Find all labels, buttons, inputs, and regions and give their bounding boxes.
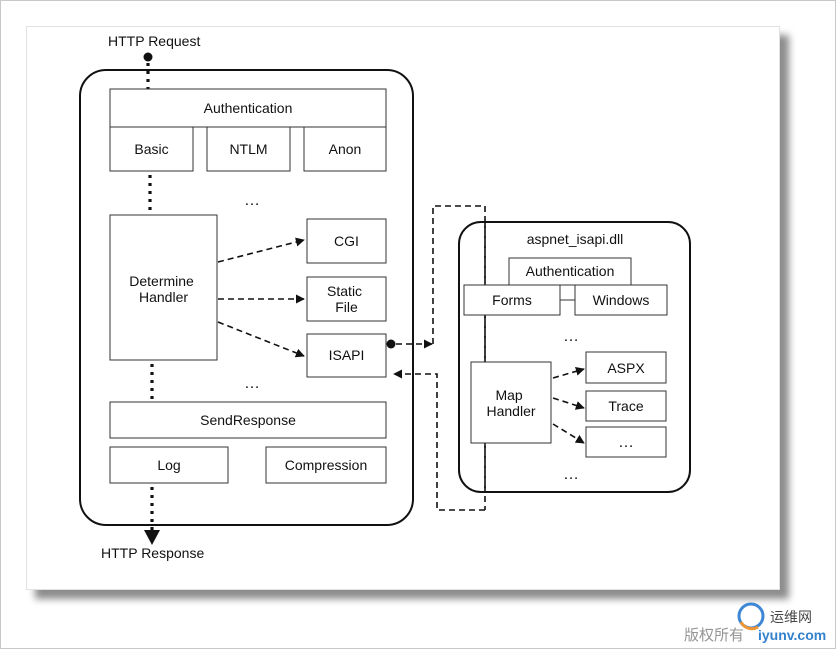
auth-ntlm-box bbox=[206, 126, 291, 172]
http-response-label: HTTP Response bbox=[101, 545, 204, 561]
iis-ellipsis-bottom: … bbox=[244, 375, 260, 392]
isapi-connector-dot bbox=[386, 339, 396, 349]
determine-handler-label: Determine Handler bbox=[129, 273, 197, 305]
auth-anon-box bbox=[303, 126, 387, 172]
send-response-label: SendResponse bbox=[200, 412, 296, 428]
static-file-label: Static File bbox=[327, 283, 366, 315]
log-box bbox=[109, 446, 229, 484]
trace-handler-label: Trace bbox=[608, 398, 643, 414]
trace-handler-box bbox=[585, 390, 667, 422]
compression-box bbox=[265, 446, 387, 484]
aspx-handler-box bbox=[585, 351, 667, 384]
more-handlers-box bbox=[585, 426, 667, 458]
aspnet-ellipsis-top: … bbox=[563, 328, 579, 345]
iis-authentication-box bbox=[109, 88, 387, 128]
request-entry-dot bbox=[143, 52, 153, 62]
aspnet-isapi-container bbox=[458, 221, 691, 493]
auth-anon-label: Anon bbox=[329, 141, 362, 157]
auth-ntlm-label: NTLM bbox=[229, 141, 267, 157]
aspnet-authentication-label: Authentication bbox=[526, 263, 615, 279]
auth-basic-label: Basic bbox=[134, 141, 168, 157]
log-label: Log bbox=[157, 457, 180, 473]
watermark-site-name: 运维网 bbox=[770, 610, 812, 626]
isapi-label: ISAPI bbox=[329, 347, 365, 363]
watermark-rights: 版权所有 bbox=[684, 626, 744, 644]
aspnet-ellipsis-bottom: … bbox=[563, 466, 579, 483]
auth-windows-box bbox=[574, 284, 668, 316]
aspx-handler-label: ASPX bbox=[607, 360, 645, 376]
more-handlers-label: … bbox=[618, 434, 634, 451]
aspnet-isapi-title: aspnet_isapi.dll bbox=[527, 231, 624, 247]
isapi-box bbox=[306, 333, 387, 378]
cgi-box bbox=[306, 218, 387, 264]
compression-label: Compression bbox=[285, 457, 367, 473]
cgi-label: CGI bbox=[334, 233, 359, 249]
watermark-logo-accent bbox=[739, 621, 759, 631]
map-handler-box bbox=[470, 361, 552, 444]
arrow-to-trace bbox=[552, 397, 585, 410]
arrow-to-aspx bbox=[552, 366, 585, 379]
auth-forms-label: Forms bbox=[492, 292, 532, 308]
http-request-label: HTTP Request bbox=[108, 33, 200, 49]
auth-forms-box bbox=[463, 284, 561, 316]
arrow-to-cgi bbox=[217, 237, 305, 263]
arrow-to-isapi bbox=[217, 321, 305, 358]
aspnet-authentication-box bbox=[508, 257, 632, 286]
map-handler-label: Map Handler bbox=[486, 387, 535, 419]
auth-basic-box bbox=[109, 126, 194, 172]
isapi-return-path bbox=[393, 369, 485, 511]
static-file-box bbox=[306, 276, 387, 322]
send-response-box bbox=[109, 401, 387, 439]
watermark-domain: iyunv.com bbox=[758, 627, 826, 643]
arrow-to-more-handlers bbox=[552, 423, 585, 444]
response-arrow-head bbox=[144, 530, 160, 545]
auth-windows-label: Windows bbox=[593, 292, 650, 308]
watermark: 运维网 版权所有 iyunv.com bbox=[684, 602, 826, 644]
iis-authentication-label: Authentication bbox=[204, 100, 293, 116]
iis-ellipsis-top: … bbox=[244, 192, 260, 209]
determine-handler-box bbox=[109, 214, 218, 361]
